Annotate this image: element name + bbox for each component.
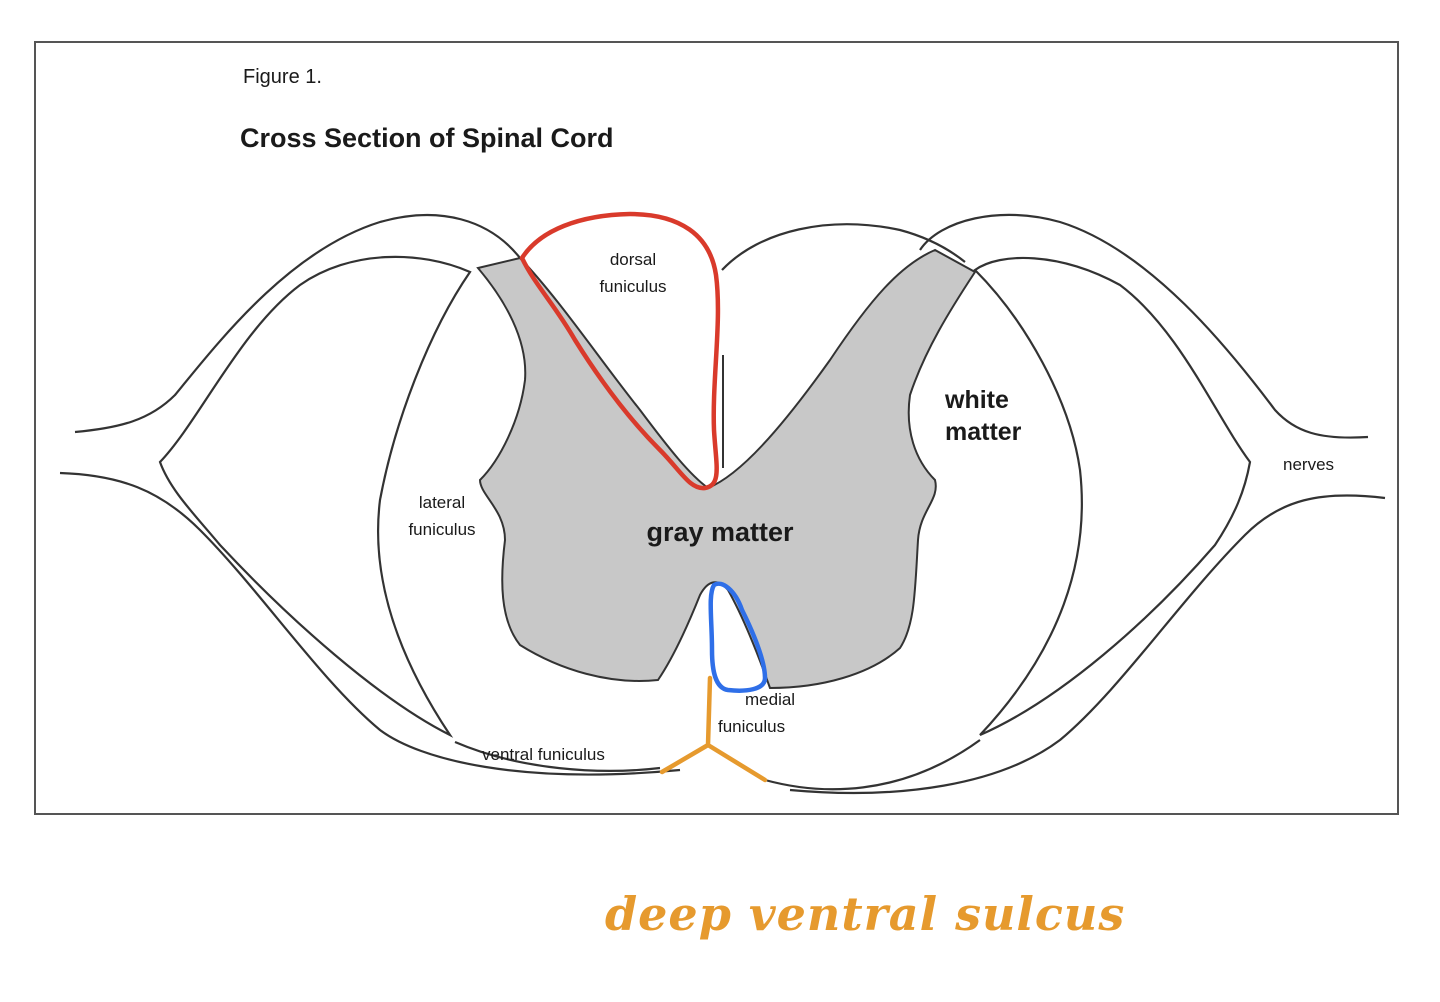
- ventral-funiculus-label: ventral funiculus: [482, 745, 605, 764]
- right-nerve-outer: [919, 213, 1369, 439]
- figure-frame: [34, 41, 1399, 815]
- figure-title: Cross Section of Spinal Cord: [240, 123, 614, 153]
- dorsal-funiculus-label-1: dorsal: [610, 250, 656, 269]
- lateral-funiculus-label-1: lateral: [419, 493, 465, 512]
- gray-matter-region: [476, 248, 977, 690]
- handwritten-annotation: deep ventral sulcus: [605, 887, 1125, 941]
- nerves-label: nerves: [1283, 455, 1334, 474]
- ventral-sulcus-marker: [659, 675, 768, 783]
- medial-funiculus-highlight: [708, 581, 768, 693]
- figure-label: Figure 1.: [243, 66, 322, 88]
- left-inner-lobe: [158, 255, 472, 738]
- right-nerve-lower: [789, 494, 1386, 795]
- left-nerve-outer: [74, 214, 521, 434]
- lateral-funiculus-label-2: funiculus: [408, 520, 475, 539]
- white-matter-label-2: matter: [945, 418, 1022, 446]
- medial-funiculus-label-1: medial: [745, 690, 795, 709]
- left-nerve-lower: [59, 471, 681, 776]
- medial-funiculus-label-2: funiculus: [718, 717, 785, 736]
- dorsal-right-bump: [721, 223, 966, 271]
- ventral-border: [454, 739, 981, 791]
- dorsal-funiculus-label-2: funiculus: [599, 277, 666, 296]
- dorsal-funiculus-highlight: [519, 211, 721, 491]
- gray-matter-label: gray matter: [646, 517, 794, 547]
- cord-outline: [59, 213, 1386, 795]
- right-inner-lobe: [973, 256, 1252, 737]
- white-matter-label-1: white: [944, 386, 1009, 414]
